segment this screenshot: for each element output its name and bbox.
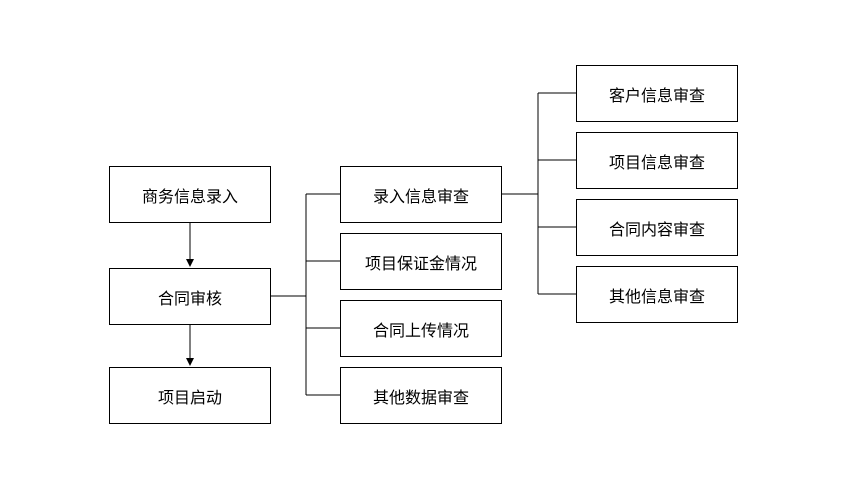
node-entry-review: 录入信息审查 <box>340 166 502 223</box>
node-label: 商务信息录入 <box>141 186 238 206</box>
node-label: 合同上传情况 <box>372 320 469 340</box>
node-deposit-status: 项目保证金情况 <box>340 233 502 290</box>
node-label: 项目启动 <box>157 387 222 407</box>
node-contract-upload: 合同上传情况 <box>340 300 502 357</box>
node-project-info-review: 项目信息审查 <box>576 132 738 189</box>
node-contract-content-review: 合同内容审查 <box>576 199 738 256</box>
node-other-info-review: 其他信息审查 <box>576 266 738 323</box>
node-contract-review: 合同审核 <box>109 268 271 325</box>
node-label: 项目信息审查 <box>608 152 705 172</box>
node-label: 客户信息审查 <box>608 85 705 105</box>
node-label: 其他数据审查 <box>372 387 469 407</box>
node-other-data-review: 其他数据审查 <box>340 367 502 424</box>
node-label: 项目保证金情况 <box>364 253 477 273</box>
node-customer-review: 客户信息审查 <box>576 65 738 122</box>
node-label: 其他信息审查 <box>608 286 705 306</box>
node-label: 录入信息审查 <box>372 186 469 206</box>
node-business-entry: 商务信息录入 <box>109 166 271 223</box>
node-label: 合同审核 <box>157 288 222 308</box>
node-project-start: 项目启动 <box>109 367 271 424</box>
node-label: 合同内容审查 <box>608 219 705 239</box>
